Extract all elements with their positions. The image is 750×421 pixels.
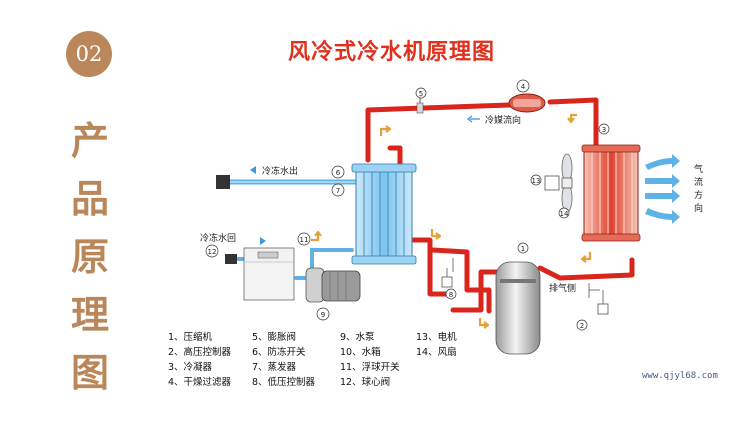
diagram-title: 风冷式冷水机原理图 [288, 39, 496, 65]
legend-item: 11、浮球开关 [340, 361, 400, 373]
label-refrigerant-flow: 冷媒流向 [485, 114, 521, 126]
low-pressure-controller [441, 258, 454, 288]
water-pump [305, 267, 361, 303]
label-water-back: 冷冻水回 [200, 232, 236, 244]
marker-1: 1 [521, 245, 525, 253]
label-airflow: 气 [694, 163, 703, 175]
refrigerant-piping [363, 95, 637, 315]
legend-item: 13、电机 [416, 331, 457, 343]
water-direction-arrows [250, 166, 266, 245]
marker-2: 2 [580, 322, 584, 330]
legend-item: 4、干燥过滤器 [168, 376, 232, 388]
legend-item: 12、球心阀 [340, 376, 390, 388]
marker-13: 13 [532, 177, 541, 185]
marker-14: 14 [560, 210, 569, 218]
flow-arrows [311, 113, 592, 329]
legend-item: 14、风扇 [416, 346, 457, 358]
marker-7: 7 [336, 187, 340, 195]
side-title-char: 图 [70, 350, 109, 395]
component-legend: 1、压缩机 5、膨胀阀 9、水泵 13、电机 2、高压控制器 6、防冻开关 10… [168, 331, 457, 388]
condenser-fan [544, 153, 573, 213]
side-title-char: 理 [70, 292, 109, 337]
label-airflow: 方 [694, 189, 703, 201]
compressor [495, 261, 541, 355]
airflow-arrows [645, 154, 680, 224]
marker-4: 4 [521, 83, 526, 91]
water-outlet-cap [216, 175, 230, 189]
label-exhaust-side: 排气侧 [549, 282, 576, 294]
marker-3: 3 [602, 126, 606, 134]
water-inlet-cap [225, 254, 237, 264]
condenser [581, 144, 641, 242]
label-airflow: 向 [694, 202, 703, 214]
marker-6: 6 [336, 169, 341, 177]
side-title-char: 产 [70, 118, 109, 163]
legend-item: 1、压缩机 [168, 331, 213, 343]
component-markers [205, 79, 610, 331]
label-airflow: 流 [694, 176, 703, 188]
section-number-badge: 02 [66, 31, 112, 77]
side-title: 产 品 原 理 图 [68, 112, 112, 402]
marker-12: 12 [208, 248, 217, 256]
water-tank [243, 247, 295, 301]
chilled-water-piping [225, 179, 359, 280]
legend-item: 6、防冻开关 [252, 346, 306, 358]
expansion-valve [416, 96, 424, 114]
dryer-filter [508, 93, 546, 113]
marker-11: 11 [300, 236, 309, 244]
legend-item: 3、冷凝器 [168, 361, 213, 373]
legend-item: 7、蒸发器 [252, 361, 297, 373]
side-title-char: 原 [70, 234, 109, 279]
legend-item: 2、高压控制器 [168, 346, 232, 358]
refrigerant-direction-marker [466, 115, 480, 123]
high-pressure-controller [588, 283, 609, 315]
website-watermark: www.qjyl68.com [642, 371, 718, 381]
side-title-char: 品 [70, 176, 109, 221]
legend-item: 8、低压控制器 [252, 376, 316, 388]
legend-item: 9、水泵 [340, 331, 375, 343]
legend-item: 5、膨胀阀 [252, 331, 296, 343]
legend-item: 10、水箱 [340, 346, 381, 358]
marker-5: 5 [419, 90, 423, 98]
evaporator [351, 163, 417, 265]
marker-8: 8 [449, 291, 453, 299]
marker-9: 9 [321, 311, 325, 319]
label-water-out: 冷冻水出 [262, 165, 298, 177]
